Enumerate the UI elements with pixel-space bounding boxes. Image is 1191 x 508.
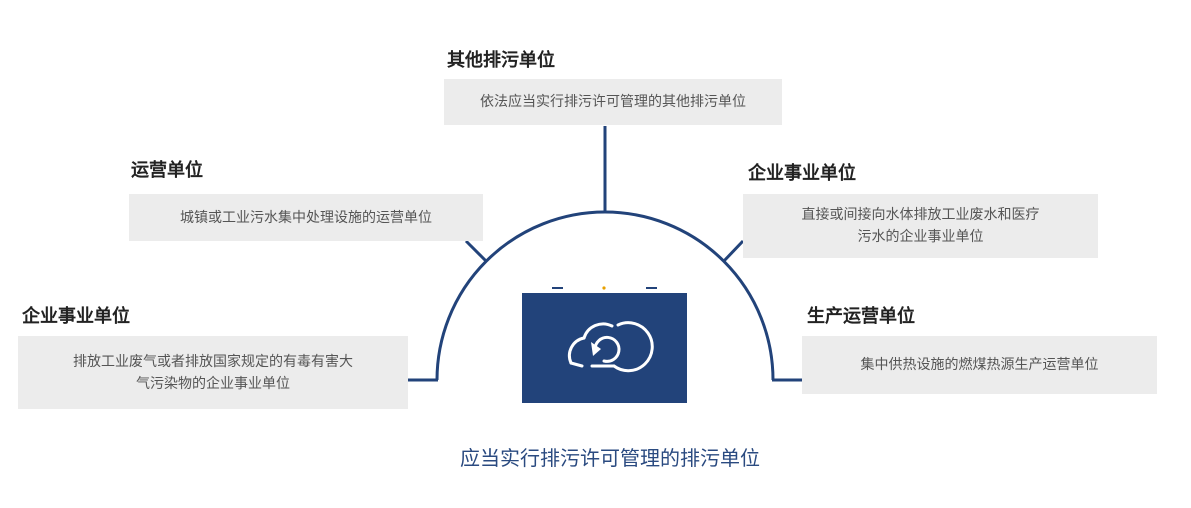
connector-upper-left-diagonal: [464, 239, 489, 264]
node-top-box: 依法应当实行排污许可管理的其他排污单位: [444, 79, 782, 125]
node-upper-left-desc-line-1: 城镇或工业污水集中处理设施的运营单位: [180, 209, 432, 226]
center-label: 应当实行排污许可管理的排污单位: [460, 446, 760, 470]
connector-upper-right-diagonal: [721, 239, 745, 264]
node-upper-right-box: 直接或间接向水体排放工业废水和医疗 污水的企业事业单位: [743, 194, 1098, 258]
node-lower-left-title: 企业事业单位: [22, 306, 130, 327]
node-lower-left-desc-line-2: 气污染物的企业事业单位: [136, 375, 290, 392]
arch-line: [435, 210, 775, 381]
node-lower-right-box: 集中供热设施的燃煤热源生产运营单位: [802, 336, 1157, 394]
node-lower-right-desc-line-1: 集中供热设施的燃煤热源生产运营单位: [860, 357, 1099, 373]
node-lower-left-box: 排放工业废气或者排放国家规定的有毒有害大 气污染物的企业事业单位: [18, 336, 408, 409]
node-upper-left-box: 城镇或工业污水集中处理设施的运营单位: [129, 194, 483, 241]
node-lower-right-title: 生产运营单位: [807, 306, 915, 327]
node-upper-right-title: 企业事业单位: [748, 163, 856, 184]
node-upper-right-desc-line-2: 污水的企业事业单位: [857, 229, 984, 245]
node-upper-left-title: 运营单位: [131, 160, 203, 181]
center-card: [522, 293, 687, 403]
node-top-desc-line-1: 依法应当实行排污许可管理的其他排污单位: [480, 94, 746, 110]
node-upper-right-desc-line-1: 直接或间接向水体排放工业废水和医疗: [801, 207, 1040, 223]
cloud-sync-icon: [567, 321, 654, 373]
node-lower-left-desc-line-1: 排放工业废气或者排放国家规定的有毒有害大: [73, 353, 353, 370]
card-mark-center-dot: [602, 286, 606, 290]
node-top-title: 其他排污单位: [447, 50, 555, 71]
